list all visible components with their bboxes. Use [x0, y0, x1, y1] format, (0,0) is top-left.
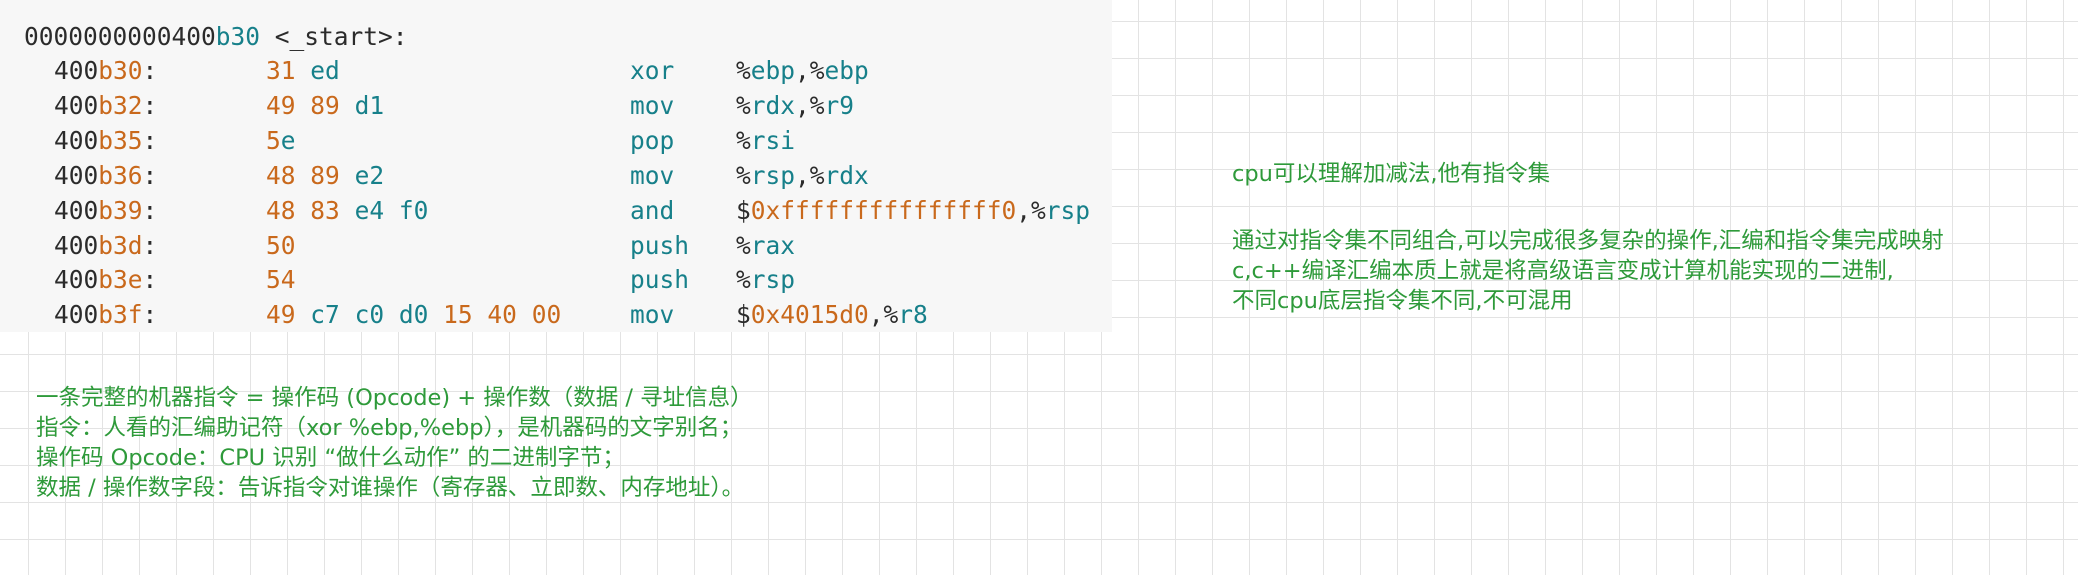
note-line: 不同cpu底层指令集不同,不可混用 [1232, 288, 1573, 314]
instruction-row: 400b39: 48 83 e4 f0 and $0xfffffffffffffff0… [0, 194, 1112, 228]
instruction-operands: $0xfffffffffffffff0,%rsp [736, 195, 1091, 225]
instruction-operands: %rsi [736, 125, 796, 155]
instruction-row: 400b3d: 50 push %rax [0, 229, 1112, 263]
instruction-address: 400b3e: [54, 265, 158, 295]
instruction-set-notes: 通过对指令集不同组合,可以完成很多复杂的操作,汇编和指令集完成映射 c,c++编… [1232, 226, 1944, 316]
instruction-address: 400b36: [54, 160, 158, 190]
note-line: cpu可以理解加减法,他有指令集 [1232, 161, 1551, 187]
instruction-row: 400b30: 31 ed xor %ebp,%ebp [0, 54, 1112, 88]
instruction-address: 400b32: [54, 90, 158, 120]
instruction-operands: %rsp,%rdx [736, 160, 869, 190]
machine-code-bytes: 49 89 d1 [266, 90, 385, 120]
instruction-address: 400b30: [54, 56, 158, 85]
cpu-note-title: cpu可以理解加减法,他有指令集 [1232, 159, 1550, 189]
machine-code-bytes: 48 83 e4 f0 [266, 195, 429, 225]
machine-code-bytes: 50 [266, 230, 296, 260]
instruction-row: 400b36: 48 89 e2 mov %rsp,%rdx [0, 159, 1112, 193]
instruction-address: 400b35: [54, 125, 158, 155]
note-line: c,c++编译汇编本质上就是将高级语言变成计算机能实现的二进制, [1232, 258, 1894, 284]
instruction-row: 400b3e: 54 push %rsp [0, 263, 1112, 297]
instruction-address: 400b3d: [54, 230, 158, 260]
machine-code-bytes: 54 [266, 265, 296, 295]
instruction-mnemonic: mov [630, 300, 675, 330]
note-line: 操作码 Opcode：CPU 识别 “做什么动作” 的二进制字节； [36, 445, 625, 471]
function-header: 0000000000400b30 <_start>: [24, 22, 408, 52]
instruction-operands: %rdx,%r9 [736, 90, 855, 120]
instruction-row: 400b3f: 49 c7 c0 d0 15 40 00 mov $0x4015d0,… [0, 298, 1112, 332]
note-line: 一条完整的机器指令 = 操作码 (Opcode) + 操作数（数据 / 寻址信息… [36, 385, 753, 411]
note-line: 指令：人看的汇编助记符（xor %ebp,%ebp），是机器码的文字别名； [36, 415, 743, 441]
instruction-mnemonic: mov [630, 90, 675, 120]
instruction-mnemonic: push [630, 230, 690, 260]
machine-code-bytes: 5e [266, 125, 296, 155]
instruction-mnemonic: xor [630, 56, 675, 85]
instruction-operands: %ebp,%ebp [736, 56, 869, 85]
instruction-operands: %rax [736, 230, 796, 260]
header-address-tail: b30 [215, 22, 261, 51]
note-line: 通过对指令集不同组合,可以完成很多复杂的操作,汇编和指令集完成映射 [1232, 228, 1944, 254]
instruction-mnemonic: push [630, 265, 690, 295]
machine-code-bytes: 31 ed [266, 56, 340, 85]
note-line: 数据 / 操作数字段：告诉指令对谁操作（寄存器、立即数、内存地址）。 [36, 475, 745, 501]
instruction-operands: $0x4015d0,%r8 [736, 300, 928, 330]
instruction-address: 400b39: [54, 195, 158, 225]
header-zeros: 0000000000400 [24, 22, 216, 51]
instruction-mnemonic: mov [630, 160, 675, 190]
instruction-row: 400b35: 5e pop %rsi [0, 124, 1112, 158]
machine-code-bytes: 48 89 e2 [266, 160, 385, 190]
assembly-code-block: 0000000000400b30 <_start>: 400b30: 31 ed x… [0, 0, 1112, 332]
instruction-row: 400b32: 49 89 d1 mov %rdx,%r9 [0, 89, 1112, 123]
instruction-mnemonic: and [630, 195, 675, 225]
opcode-explanation-notes: 一条完整的机器指令 = 操作码 (Opcode) + 操作数（数据 / 寻址信息… [36, 383, 753, 503]
header-label: <_start>: [260, 22, 408, 51]
instruction-mnemonic: pop [630, 125, 675, 155]
instruction-address: 400b3f: [54, 300, 158, 330]
machine-code-bytes: 49 c7 c0 d0 15 40 00 [266, 300, 562, 330]
instruction-operands: %rsp [736, 265, 796, 295]
